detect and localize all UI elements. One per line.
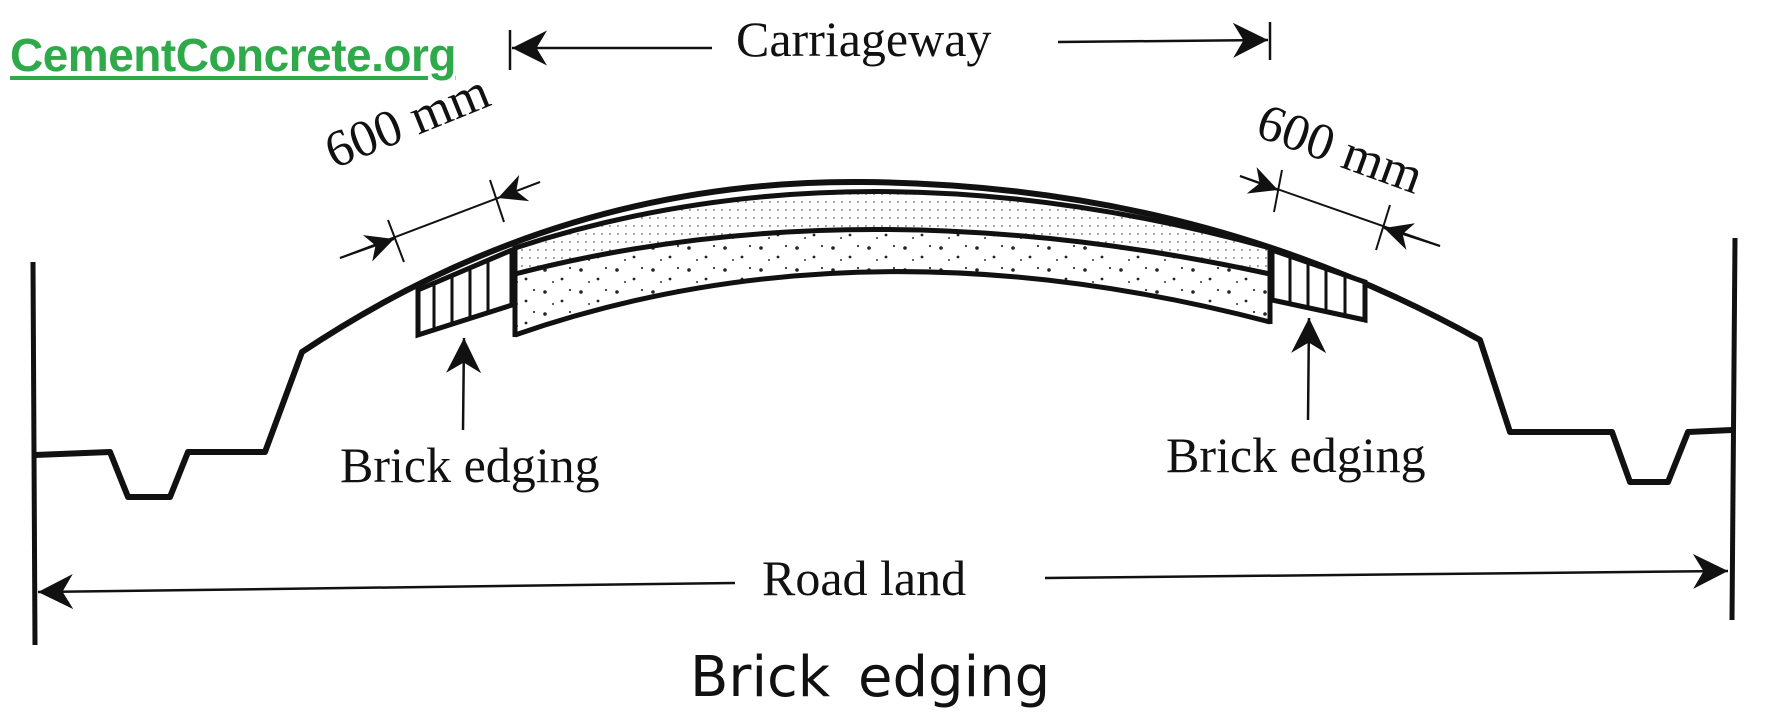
figure-caption: Brick edging [690, 645, 1051, 710]
carriageway-pavement [512, 189, 1273, 338]
carriageway-label: Carriageway [736, 11, 992, 67]
carriageway-dimension [508, 22, 1272, 70]
ground-profile [34, 178, 1733, 500]
road-land-dimension [37, 553, 1729, 610]
brick-edging-left [415, 246, 515, 339]
width-dimension-left [339, 174, 541, 263]
brick-edging-pointers [446, 317, 1327, 431]
brick-edging-right [1269, 246, 1368, 324]
brick-edging-label-right: Brick edging [1166, 427, 1426, 483]
width-dimension-right [1239, 167, 1441, 251]
road-land-label: Road land [762, 550, 967, 606]
brick-edging-label-left: Brick edging [340, 437, 600, 493]
road-land-boundaries [30, 237, 1738, 646]
site-watermark-link[interactable]: CementConcrete.org [10, 29, 456, 81]
